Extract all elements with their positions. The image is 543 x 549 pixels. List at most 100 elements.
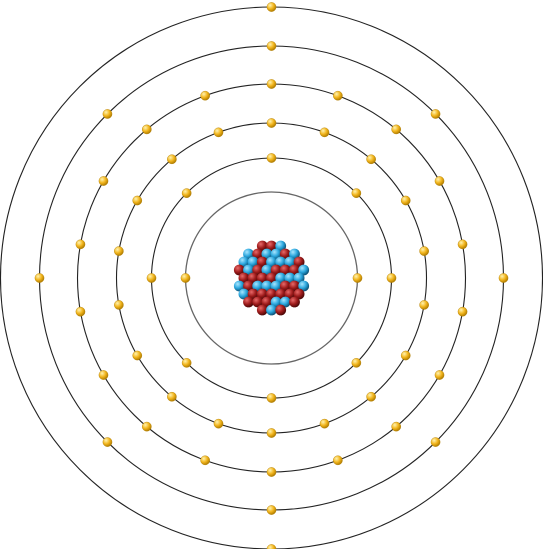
nucleus-proton	[256, 288, 268, 300]
electron-shell-3	[213, 418, 224, 429]
nucleus-proton	[252, 296, 264, 308]
nucleus-neutron	[275, 240, 287, 252]
electron-shell-5	[498, 273, 509, 283]
nucleus-proton	[266, 288, 277, 300]
nucleus-neutron	[298, 264, 310, 276]
nucleus-neutron	[289, 248, 300, 260]
electron-shell-4	[266, 467, 277, 477]
electron-shell-4	[434, 176, 445, 186]
electron-shell-2	[351, 358, 362, 368]
nucleus-proton	[293, 288, 305, 300]
electron-shell-2	[181, 358, 192, 368]
electron-shell-3	[114, 246, 124, 256]
electron-shell-4	[434, 370, 445, 380]
electron-shell-5	[430, 109, 441, 119]
nucleus-proton	[252, 248, 264, 260]
nucleus-proton	[238, 272, 250, 284]
electron-shell-5	[34, 273, 45, 283]
electron-shell-3	[132, 350, 143, 361]
electron-shell-2	[181, 188, 192, 198]
electron-shell-5	[266, 41, 277, 51]
nucleus-neutron	[275, 256, 287, 268]
nucleus-proton	[233, 264, 245, 276]
nucleus-proton	[266, 272, 277, 284]
nucleus-proton	[279, 280, 291, 292]
nucleus-neutron	[233, 280, 245, 292]
electron-shell-3	[167, 391, 177, 402]
electron-shell-4	[391, 124, 402, 135]
electron-shell-5	[430, 437, 441, 447]
nucleus-proton	[275, 288, 287, 300]
nucleus-proton	[247, 272, 259, 284]
electron-shell-3	[266, 428, 277, 438]
electron-shell-3	[419, 246, 429, 256]
electron-shell-3	[319, 127, 330, 138]
nucleus-proton	[266, 240, 277, 252]
nucleus-proton	[289, 280, 300, 292]
electron-shell-5	[266, 505, 277, 515]
nucleus-neutron	[279, 296, 291, 308]
nucleus-neutron	[261, 248, 273, 260]
electron-shell-2	[146, 273, 157, 283]
electron-shell-6	[266, 2, 277, 12]
electron-shell-6	[266, 544, 277, 549]
nucleus-neutron	[243, 248, 254, 260]
nucleus-neutron	[275, 272, 287, 284]
electron-shell-4	[98, 176, 109, 186]
nucleus-neutron	[243, 264, 254, 276]
nucleus-proton	[256, 272, 268, 284]
electron-shell-3	[400, 350, 411, 361]
nucleus-proton	[279, 248, 291, 260]
electron-shell-1	[180, 273, 191, 283]
electron-shell-4	[75, 239, 86, 250]
nucleus-proton	[256, 256, 268, 268]
nucleus-neutron	[284, 256, 296, 268]
electron-shell-4	[391, 421, 402, 432]
electron-shell-3	[132, 195, 143, 206]
electron-shell-1	[352, 273, 363, 283]
nucleus-proton	[284, 288, 296, 300]
electron-shell-4	[200, 90, 210, 101]
electron-shell-3	[114, 300, 124, 310]
nucleus-neutron	[238, 288, 250, 300]
nucleus-neutron	[270, 280, 282, 292]
nucleus-neutron	[270, 296, 282, 308]
electron-shell-3	[167, 154, 177, 165]
electron-shell-4	[200, 455, 210, 466]
electrons	[34, 2, 509, 549]
electron-shell-4	[333, 90, 343, 101]
electron-shell-4	[141, 421, 152, 432]
nucleus-neutron	[261, 264, 273, 276]
nucleus	[233, 240, 310, 316]
nucleus-neutron	[261, 280, 273, 292]
electron-shell-3	[366, 154, 376, 165]
electron-shell-3	[266, 118, 277, 128]
nucleus-proton	[261, 296, 273, 308]
nucleus-proton	[256, 304, 268, 316]
electron-shell-4	[333, 455, 343, 466]
electron-shell-3	[400, 195, 411, 206]
electron-shell-5	[102, 437, 113, 447]
nucleus-proton	[243, 296, 254, 308]
nucleus-proton	[289, 264, 300, 276]
electron-shell-2	[266, 393, 277, 403]
nucleus-neutron	[298, 280, 310, 292]
nucleus-neutron	[293, 272, 305, 284]
electron-shell-4	[75, 306, 86, 317]
electron-shell-2	[266, 153, 277, 163]
electron-shell-4	[457, 306, 468, 317]
nucleus-neutron	[238, 256, 250, 268]
electron-shell-4	[141, 124, 152, 135]
nucleus-neutron	[252, 280, 264, 292]
nucleus-proton	[275, 304, 287, 316]
electron-shell-3	[419, 300, 429, 310]
nucleus-proton	[293, 256, 305, 268]
nucleus-proton	[289, 296, 300, 308]
electron-shell-4	[98, 370, 109, 380]
electron-shell-3	[366, 391, 376, 402]
nucleus-neutron	[247, 256, 259, 268]
electron-shell-4	[457, 239, 468, 250]
nucleus-neutron	[266, 256, 277, 268]
electron-shell-3	[319, 418, 330, 429]
